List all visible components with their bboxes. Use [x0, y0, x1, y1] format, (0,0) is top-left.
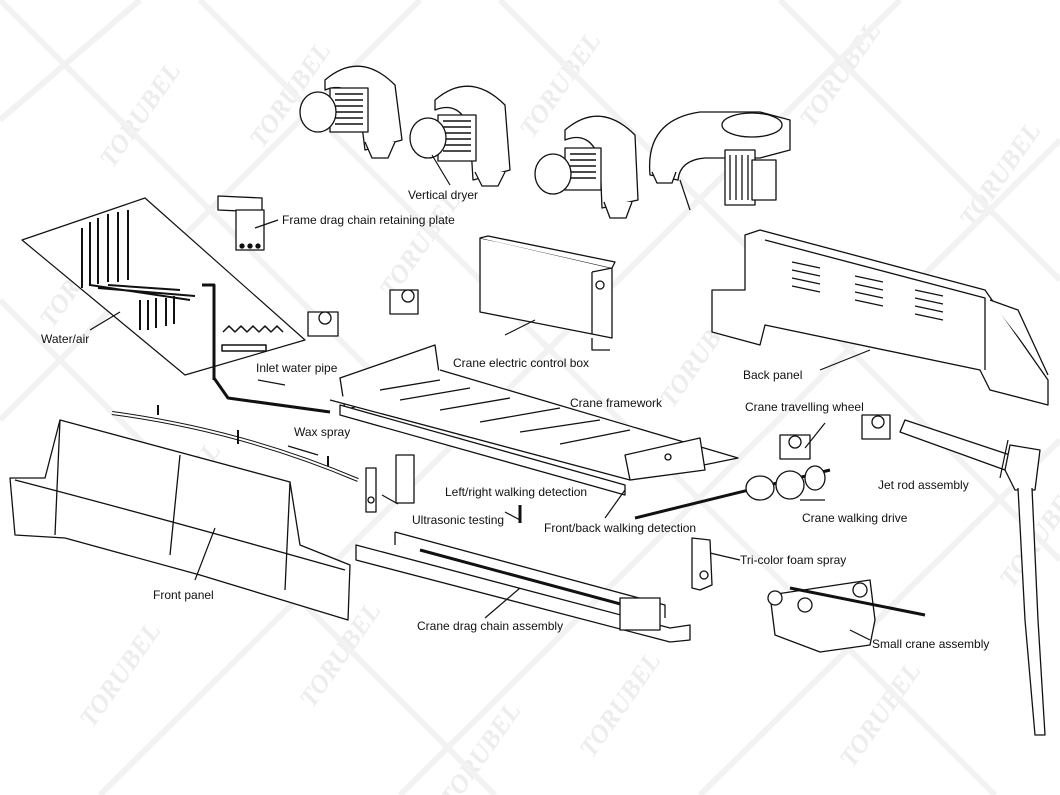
label-water-air: Water/air: [41, 332, 90, 346]
crane-framework: [329, 344, 739, 496]
ultrasonic-testing: [365, 467, 377, 513]
label-crane-walking-drive: Crane walking drive: [802, 511, 908, 525]
crane-wheel-bracket-1: [307, 311, 339, 337]
wax-spray: [111, 405, 359, 482]
water-air-board: [21, 197, 306, 380]
back-panel: [711, 229, 1049, 406]
label-vertical-dryer: Vertical dryer: [408, 188, 479, 202]
leader-lines: [89, 154, 1009, 641]
label-crane-travelling-wheel: Crane travelling wheel: [745, 400, 864, 414]
label-frame-drag-chain-retaining-plate: Frame drag chain retaining plate: [282, 213, 455, 227]
label-tri-color-foam-spray: Tri-color foam spray: [740, 553, 847, 567]
crane-drag-chain-assembly: [355, 531, 691, 643]
crane-wheel-bracket-2: [389, 289, 419, 315]
crane-travelling-wheel-1: [779, 434, 811, 460]
label-front-back-walking-detection: Front/back walking detection: [544, 521, 697, 535]
vertical-dryer-1: [299, 65, 403, 159]
label-front-panel: Front panel: [153, 588, 214, 602]
crane-walking-drive: [634, 465, 831, 520]
label-wax-spray: Wax spray: [294, 425, 351, 439]
label-crane-drag-chain-assembly: Crane drag chain assembly: [417, 619, 564, 633]
inlet-water-pipe: [212, 377, 331, 414]
crane-electric-control-box: [479, 235, 616, 351]
frame-drag-chain-retaining-plate: [217, 195, 265, 251]
vertical-dryer-3: [534, 115, 639, 219]
front-panel: [9, 419, 351, 621]
vertical-dryer-2: [409, 85, 511, 187]
vertical-dryer-4: [648, 111, 791, 206]
crane-travelling-wheel-2: [861, 414, 891, 440]
label-back-panel: Back panel: [743, 368, 803, 382]
jet-rod-assembly: [899, 419, 1046, 736]
label-inlet-water-pipe: Inlet water pipe: [256, 361, 338, 375]
label-crane-electric-control-box: Crane electric control box: [453, 356, 590, 370]
label-small-crane-assembly: Small crane assembly: [872, 637, 990, 651]
label-ultrasonic-testing: Ultrasonic testing: [412, 513, 505, 527]
label-crane-framework: Crane framework: [570, 396, 663, 410]
small-crane-assembly: [767, 579, 926, 653]
tri-color-foam-spray: [691, 537, 713, 591]
label-left-right-walking-detection: Left/right walking detection: [445, 485, 588, 499]
label-jet-rod-assembly: Jet rod assembly: [878, 478, 969, 492]
